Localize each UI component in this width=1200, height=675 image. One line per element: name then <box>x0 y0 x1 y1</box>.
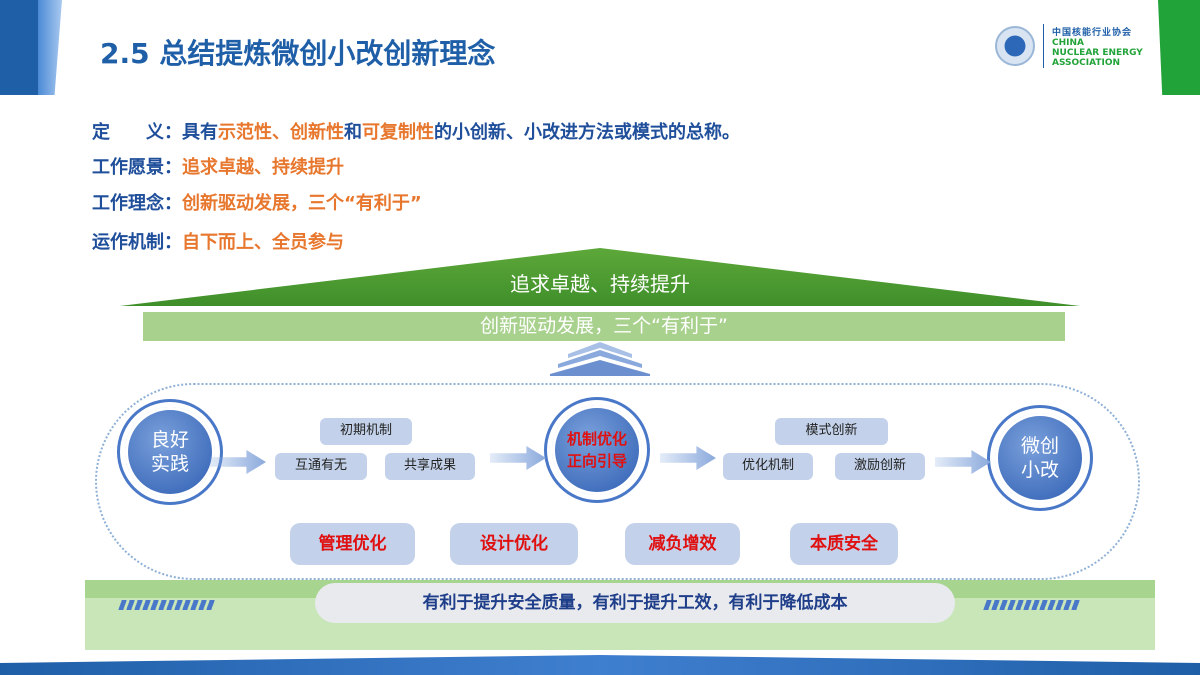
mechanism-label: 运作机制： <box>92 232 182 253</box>
circle-micro-innovation: 微创小改 <box>995 413 1085 503</box>
vision-label: 工作愿景： <box>92 157 182 178</box>
vision-line: 工作愿景：追求卓越、持续提升 <box>92 153 344 179</box>
header-accent-left <box>0 0 62 95</box>
box-initial-mechanism: 初期机制 <box>320 418 412 445</box>
text: 机制优化 <box>566 430 627 448</box>
concept-line: 工作理念：创新驱动发展，三个“有利于” <box>92 189 422 215</box>
definition-line: 定 义：具有示范性、创新性和可复制性的小创新、小改进方法或模式的总称。 <box>92 118 740 144</box>
text: 微创 <box>1020 435 1059 457</box>
page-title: 2.5 总结提炼微创小改创新理念 <box>100 37 496 70</box>
footer-band <box>0 655 1200 675</box>
box-exchange: 互通有无 <box>275 453 367 480</box>
box-safety: 本质安全 <box>790 523 898 565</box>
beam-bar: 创新驱动发展，三个“有利于” <box>143 312 1065 341</box>
box-incentive: 激励创新 <box>835 453 925 480</box>
concept-value: 创新驱动发展，三个“有利于” <box>182 193 422 214</box>
box-efficiency: 减负增效 <box>625 523 740 565</box>
box-optimize: 优化机制 <box>723 453 813 480</box>
logo-en-1: CHINA <box>1052 37 1084 48</box>
mechanism-value: 自下而上、全员参与 <box>182 232 344 253</box>
up-chevrons-icon <box>550 342 650 376</box>
circle-good-practice: 良好实践 <box>125 407 215 497</box>
text: 实践 <box>150 453 189 475</box>
logo-en-2: NUCLEAR ENERGY <box>1052 47 1143 58</box>
header-accent-right <box>1158 0 1200 95</box>
box-share: 共享成果 <box>385 453 475 480</box>
mechanism-line: 运作机制：自下而上、全员参与 <box>92 228 344 254</box>
logo-cn: 中国核能行业协会 <box>1052 27 1133 38</box>
highlight: 可复制性 <box>362 122 434 143</box>
foundation-text: 有利于提升安全质量，有利于提升工效，有利于降低成本 <box>315 583 955 623</box>
association-logo: 中国核能行业协会 CHINA NUCLEAR ENERGY ASSOCIATIO… <box>995 24 1143 68</box>
box-mode-innovation: 模式创新 <box>775 418 888 445</box>
text: 的小创新、小改进方法或模式的总称。 <box>434 122 740 143</box>
box-design-opt: 设计优化 <box>450 523 578 565</box>
text: 和 <box>344 122 362 143</box>
decor-stripes-icon <box>118 600 217 610</box>
text: 小改 <box>1020 459 1059 481</box>
decor-stripes-icon <box>983 600 1082 610</box>
logo-emblem-icon <box>995 26 1035 66</box>
text: 良好 <box>150 429 189 451</box>
circle-mechanism: 机制优化正向引导 <box>552 405 642 495</box>
process-container <box>95 383 1140 580</box>
logo-divider <box>1043 24 1044 68</box>
box-management-opt: 管理优化 <box>290 523 415 565</box>
text: 具有 <box>182 122 218 143</box>
logo-en-3: ASSOCIATION <box>1052 57 1121 68</box>
highlight: 示范性、创新性 <box>218 122 344 143</box>
text: 正向引导 <box>566 452 627 470</box>
roof-text: 追求卓越、持续提升 <box>510 272 690 296</box>
vision-value: 追求卓越、持续提升 <box>182 157 344 178</box>
concept-label: 工作理念： <box>92 193 182 214</box>
definition-label: 定 义： <box>92 122 182 143</box>
